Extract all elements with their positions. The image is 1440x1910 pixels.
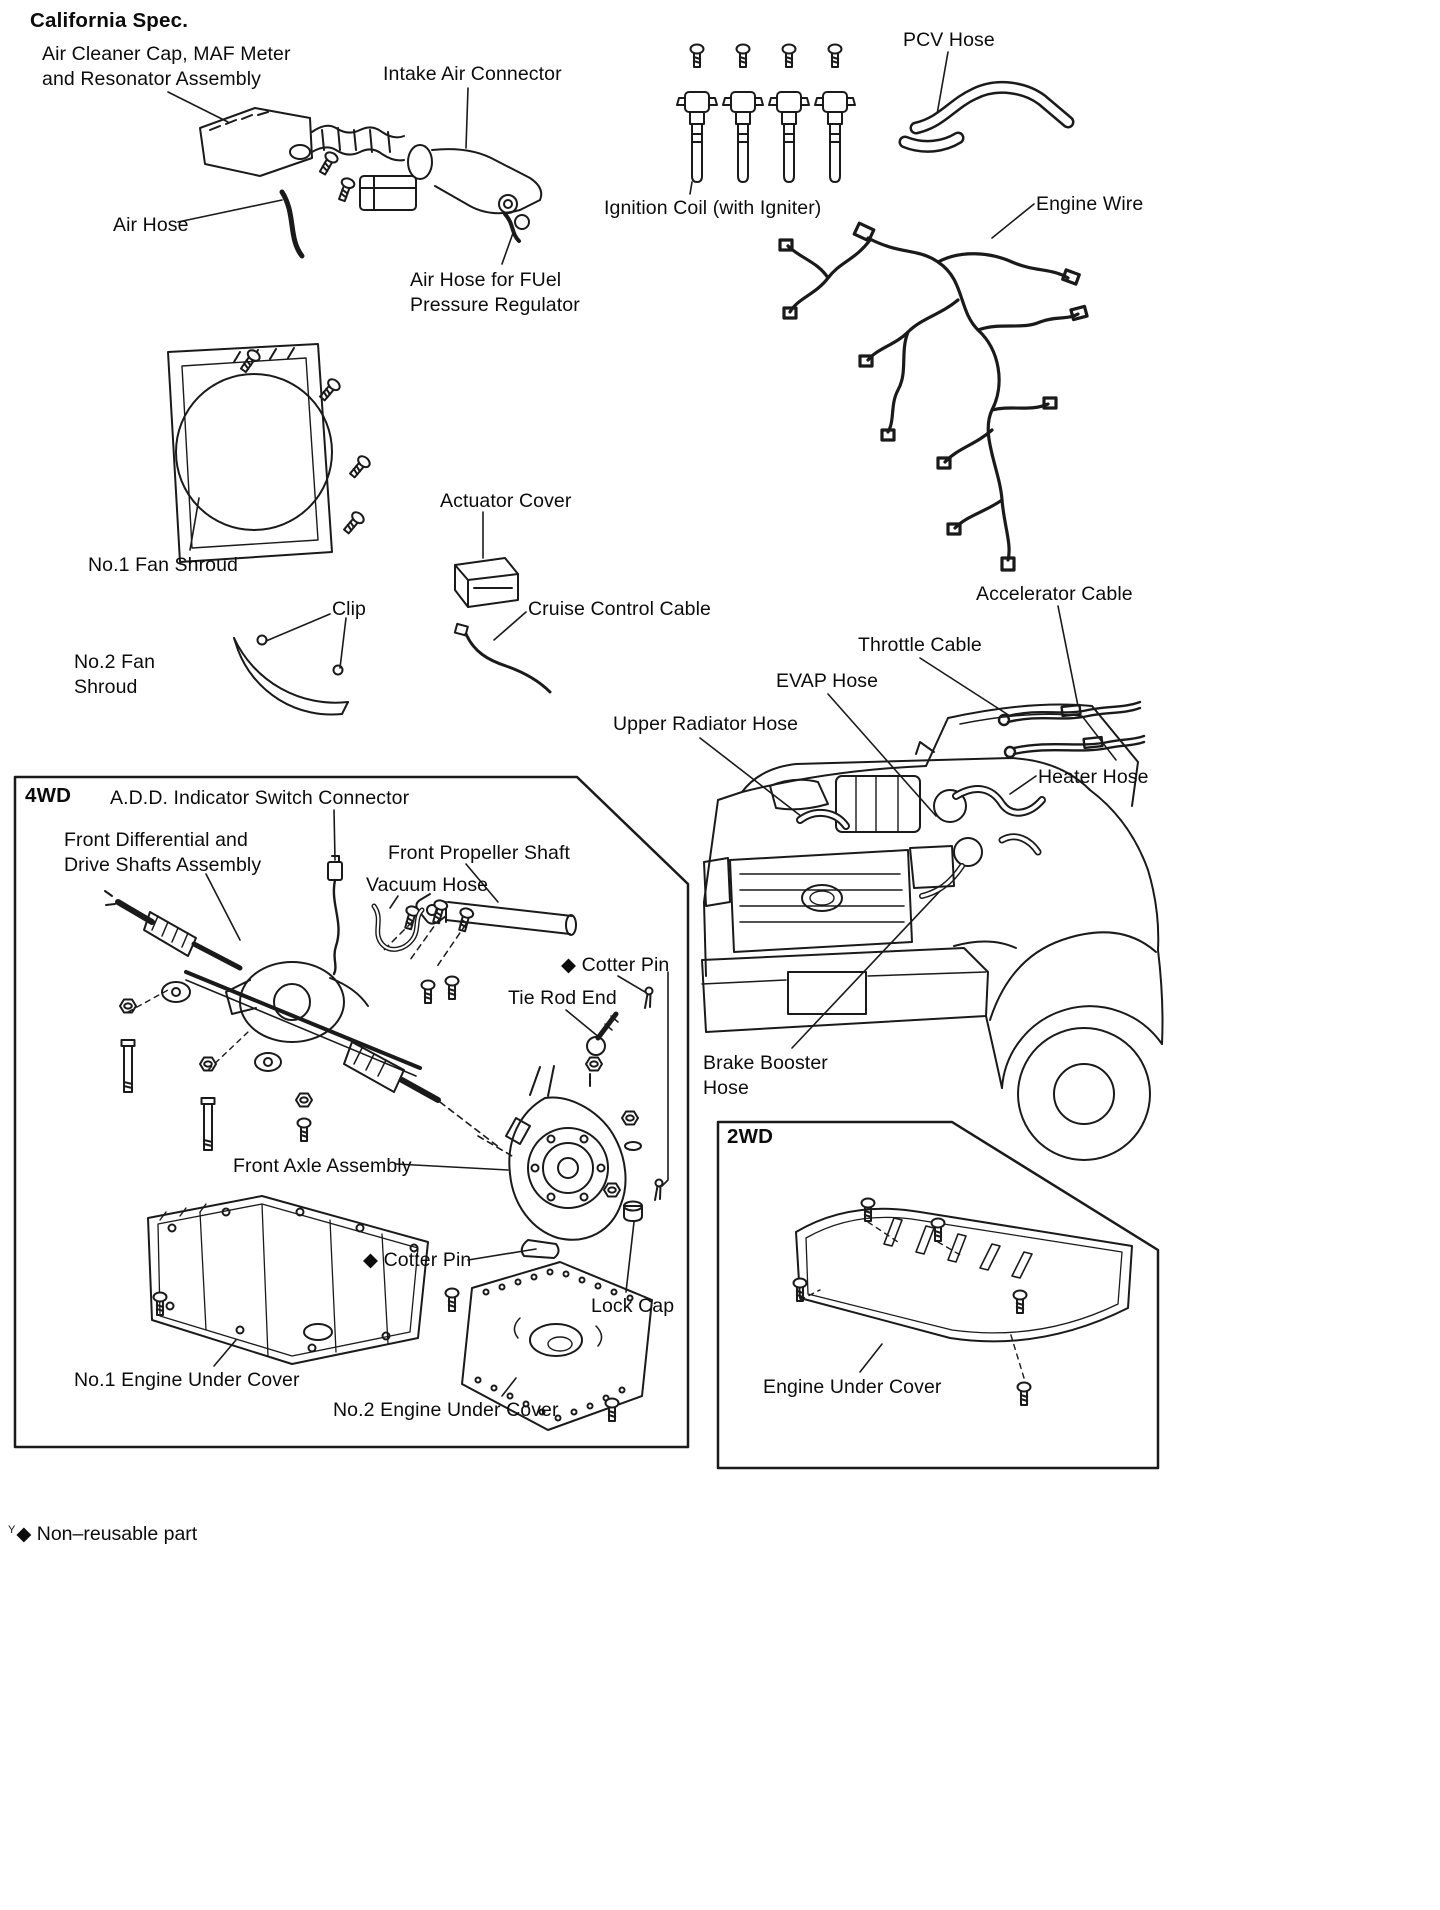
awd-box	[13, 775, 690, 1449]
air-cleaner-assembly-art	[199, 107, 543, 259]
label-heater-hose: Heater Hose	[1038, 766, 1149, 788]
label-no1-engine-under-cover: No.1 Engine Under Cover	[74, 1369, 300, 1391]
label-intake-air-connector: Intake Air Connector	[383, 63, 562, 85]
engine-wire-art	[778, 221, 1089, 572]
label-cotter-pin-1: ◆ Cotter Pin	[561, 954, 670, 976]
truck-front-art	[701, 703, 1164, 1161]
leader-lines	[167, 51, 1079, 1397]
fan-shroud-no1-art	[167, 343, 373, 563]
label-no2-engine-under-cover: No.2 Engine Under Cover	[333, 1399, 559, 1421]
front-differential-art	[104, 890, 501, 1151]
label-vacuum-hose: Vacuum Hose	[366, 874, 489, 896]
clip-and-fan-shroud-no2-art	[233, 634, 349, 716]
label-engine-under-cover-2wd: Engine Under Cover	[763, 1376, 942, 1398]
label-2wd-section: 2WD	[727, 1125, 774, 1148]
label-throttle-cable: Throttle Cable	[858, 634, 982, 656]
label-front-axle-assembly: Front Axle Assembly	[233, 1155, 412, 1177]
legend-text: ◆ Non–reusable part	[16, 1523, 198, 1545]
tie-rod-cotter-art	[585, 986, 664, 1201]
label-upper-radiator-hose: Upper Radiator Hose	[613, 713, 799, 735]
label-clip: Clip	[332, 598, 366, 620]
label-cotter-pin-2: ◆ Cotter Pin	[363, 1249, 472, 1271]
label-front-differential: Front Differential and Drive Shafts Asse…	[64, 829, 262, 877]
ignition-coils-art	[676, 43, 856, 183]
label-air-hose: Air Hose	[113, 214, 189, 236]
label-no1-fan-shroud: No.1 Fan Shroud	[88, 554, 239, 576]
legend-footnote-mark: Y	[8, 1523, 16, 1536]
label-air-cleaner-assembly: Air Cleaner Cap, MAF Meter and Resonator…	[42, 43, 291, 91]
throttle-accelerator-cables-art	[997, 700, 1146, 759]
label-air-hose-fuel-regulator: Air Hose for FUel Pressure Regulator	[410, 269, 580, 317]
label-tie-rod-end: Tie Rod End	[508, 987, 617, 1009]
lock-cap-art	[623, 1200, 643, 1222]
label-cruise-control-cable: Cruise Control Cable	[528, 598, 711, 620]
label-front-propeller-shaft: Front Propeller Shaft	[388, 842, 571, 864]
label-evap-hose: EVAP Hose	[776, 670, 879, 692]
actuator-cover-art	[454, 557, 519, 608]
vacuum-hose-art	[371, 903, 425, 952]
label-add-indicator-connector: A.D.D. Indicator Switch Connector	[110, 787, 410, 809]
add-connector-art	[327, 855, 343, 976]
front-axle-hub-art	[477, 1065, 627, 1259]
under-cover-no1-art	[147, 1195, 429, 1365]
label-actuator-cover: Actuator Cover	[440, 490, 572, 512]
label-ignition-coil: Ignition Coil (with Igniter)	[604, 197, 822, 219]
under-cover-2wd-art	[792, 1197, 1133, 1406]
page-title: California Spec.	[30, 9, 189, 32]
legend-non-reusable: Y◆ Non–reusable part	[8, 1522, 197, 1546]
cruise-control-cable-art	[453, 622, 552, 694]
pcv-hose-art	[898, 81, 1075, 153]
label-lock-cap: Lock Cap	[591, 1295, 675, 1317]
label-4wd-section: 4WD	[25, 784, 72, 807]
label-pcv-hose: PCV Hose	[903, 29, 995, 51]
label-no2-fan-shroud: No.2 Fan Shroud	[74, 651, 156, 699]
propeller-shaft-art	[381, 893, 577, 1004]
label-engine-wire: Engine Wire	[1036, 193, 1144, 215]
twd-box	[716, 1120, 1160, 1470]
label-accelerator-cable: Accelerator Cable	[976, 583, 1133, 605]
label-brake-booster-hose: Brake Booster Hose	[703, 1052, 828, 1100]
under-cover-no2-art	[444, 1261, 653, 1431]
